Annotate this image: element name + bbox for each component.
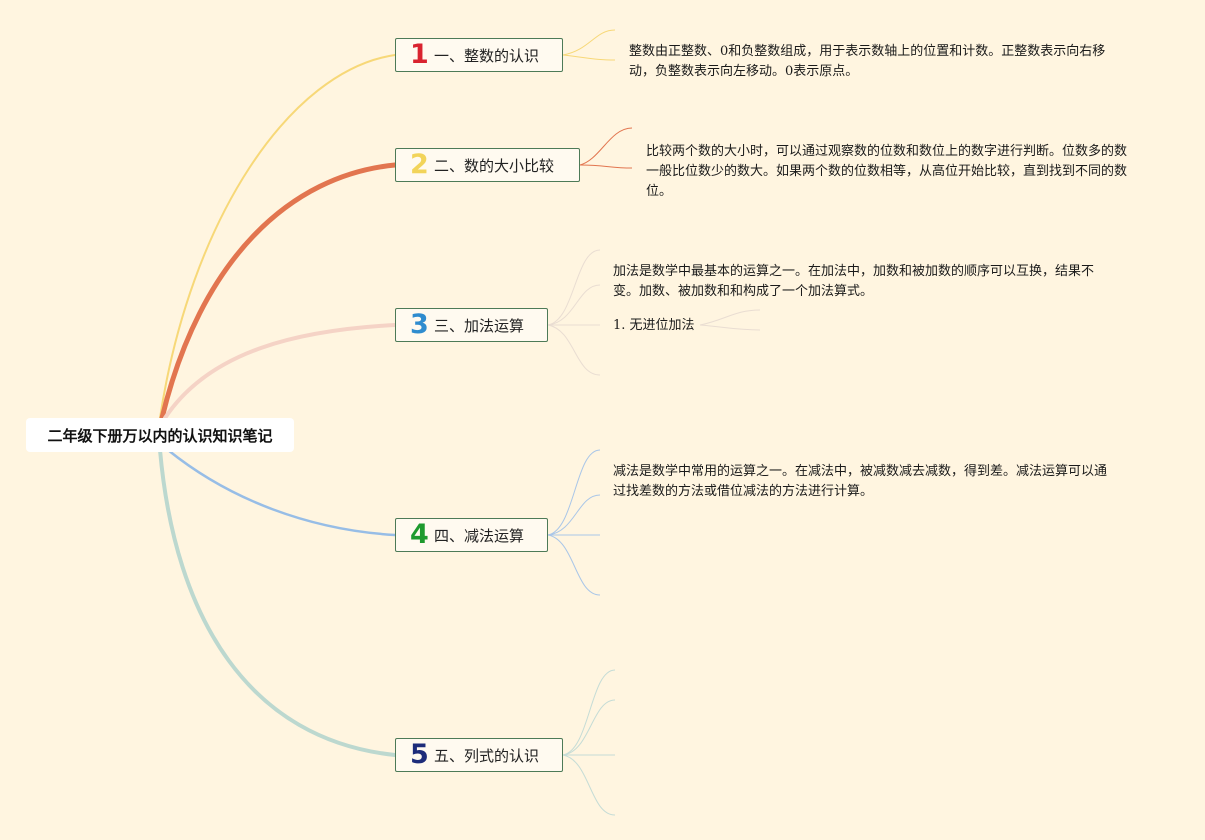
branch-line-3 [163, 323, 397, 420]
topic-number-2: 2 [410, 149, 429, 180]
subbranch-lines-2 [579, 127, 633, 169]
root-topic[interactable]: 二年级下册万以内的认识知识笔记 [26, 418, 294, 452]
topic-number-1: 1 [410, 39, 429, 70]
topic-label-3: 三、加法运算 [434, 316, 525, 335]
subbranch-lines-3 [547, 249, 761, 376]
topic-label-1: 一、整数的认识 [434, 46, 540, 65]
note-topic-3-sub[interactable]: 1. 无进位加法 [613, 318, 695, 333]
note-topic-3[interactable]: 加法是数学中最基本的运算之一。在加法中，加数和被加数的顺序可以互换，结果不变。加… [613, 264, 1095, 299]
topic-number-4: 4 [410, 519, 429, 550]
topic-4[interactable]: 4 四、减法运算 [395, 518, 548, 552]
branch-line-2 [159, 162, 398, 421]
note-topic-4[interactable]: 减法是数学中常用的运算之一。在减法中，被减数减去减数，得到差。减法运算可以通过找… [613, 464, 1108, 499]
topic-number-3: 3 [410, 309, 429, 340]
topic-1[interactable]: 1 一、整数的认识 [395, 38, 563, 72]
subbranch-lines-1 [562, 29, 616, 61]
topic-label-4: 四、减法运算 [434, 526, 525, 545]
topic-3[interactable]: 3 三、加法运算 [395, 308, 548, 342]
subbranch-lines-4 [547, 449, 601, 596]
topic-5[interactable]: 5 五、列式的认识 [395, 738, 563, 772]
topic-label-2: 二、数的大小比较 [434, 156, 555, 175]
note-topic-2[interactable]: 比较两个数的大小时，可以通过观察数的位数和数位上的数字进行判断。位数多的数一般比… [646, 144, 1128, 199]
topic-number-5: 5 [410, 739, 429, 770]
topic-2[interactable]: 2 二、数的大小比较 [395, 148, 580, 182]
root-title: 二年级下册万以内的认识知识笔记 [47, 426, 273, 445]
branch-line-5 [158, 448, 397, 757]
topic-label-5: 五、列式的认识 [434, 746, 540, 765]
branch-line-1 [159, 54, 396, 419]
note-topic-1[interactable]: 整数由正整数、0和负整数组成，用于表示数轴上的位置和计数。正整数表示向右移动，负… [629, 44, 1106, 79]
subbranch-lines-5 [562, 669, 616, 816]
branch-line-4 [166, 448, 397, 537]
